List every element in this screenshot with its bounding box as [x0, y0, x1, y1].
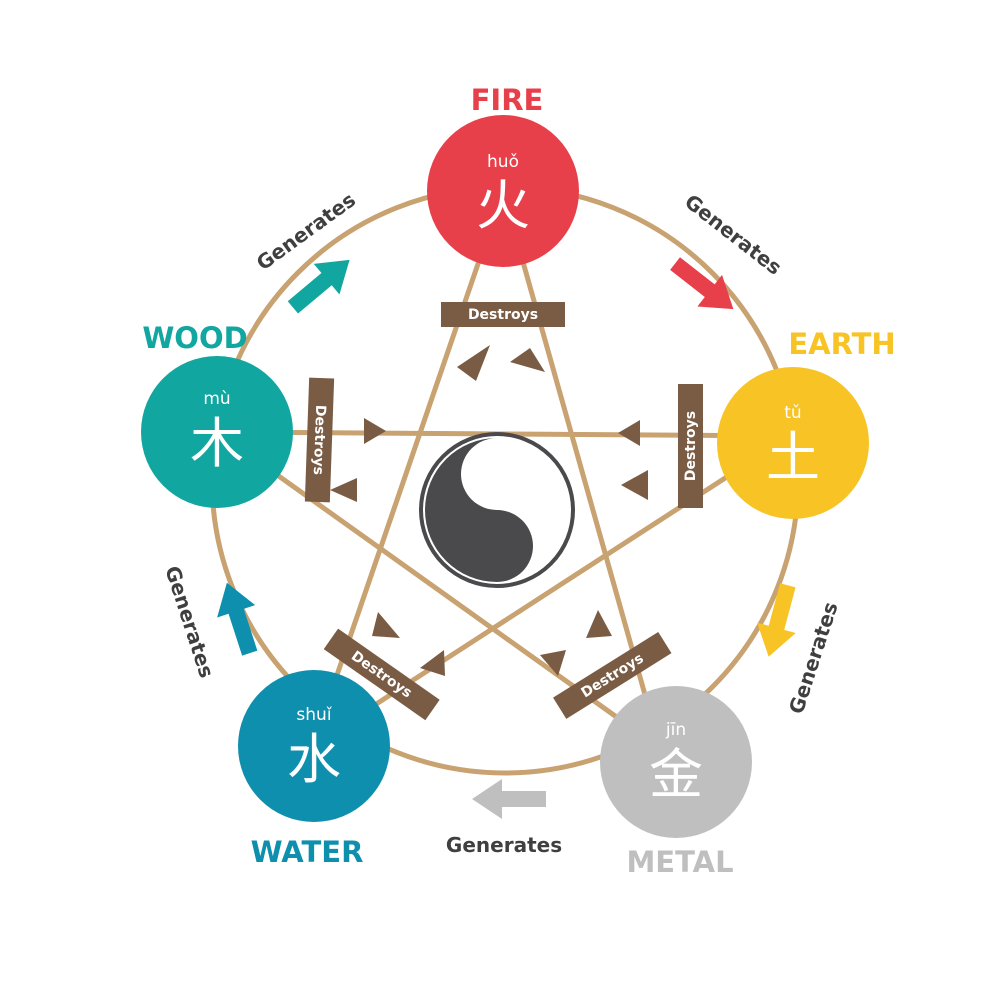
svg-text:Destroys: Destroys — [310, 405, 328, 476]
pinyin-wood: mù — [203, 389, 230, 409]
element-fire: huǒ 火 — [427, 115, 579, 267]
label-water: WATER — [251, 835, 364, 869]
arrowhead — [457, 345, 490, 381]
hanzi-metal: 金 — [649, 743, 703, 806]
generates-arrow-wood-fire — [287, 259, 350, 314]
element-water: shuǐ 水 — [238, 670, 390, 822]
yin-yang-icon — [419, 432, 575, 588]
arrowhead — [364, 418, 386, 444]
destroys-label-left: Destroys — [304, 377, 335, 503]
arrowhead — [420, 650, 445, 676]
arrowhead — [621, 470, 648, 500]
svg-text:Destroys: Destroys — [468, 307, 538, 323]
pinyin-metal: jīn — [665, 720, 686, 740]
destroys-label-top: Destroys — [441, 302, 565, 327]
star-arrowheads — [330, 345, 648, 676]
generates-arrow-metal-water — [472, 779, 546, 819]
generates-label-fire-earth: Generates — [680, 189, 786, 279]
generates-arrow-water-wood — [217, 582, 258, 656]
pinyin-fire: huǒ — [487, 152, 519, 172]
hanzi-fire: 火 — [476, 174, 530, 237]
generates-arrow-fire-earth — [670, 257, 734, 310]
label-wood: WOOD — [142, 321, 247, 355]
pinyin-earth: tǔ — [784, 403, 801, 423]
generates-arrow-earth-metal — [757, 583, 796, 657]
label-fire: FIRE — [471, 83, 544, 117]
hanzi-wood: 木 — [190, 412, 244, 475]
element-earth: tǔ 土 — [717, 367, 869, 519]
arrowhead — [372, 612, 400, 638]
element-wood: mù 木 — [141, 356, 293, 508]
hanzi-water: 水 — [287, 728, 341, 791]
generates-label-metal-water: Generates — [446, 833, 562, 857]
generates-label-water-wood: Generates — [160, 563, 219, 681]
arrowhead — [330, 478, 357, 502]
generates-label-earth-metal: Generates — [784, 599, 843, 717]
arrowhead — [618, 420, 640, 446]
label-earth: EARTH — [788, 327, 895, 361]
hanzi-earth: 土 — [766, 426, 820, 489]
element-metal: jīn 金 — [600, 686, 752, 838]
arrowhead — [586, 610, 612, 638]
arrowhead — [540, 650, 566, 676]
label-metal: METAL — [626, 845, 733, 879]
destroys-label-right: Destroys — [678, 384, 703, 508]
pinyin-water: shuǐ — [296, 705, 332, 725]
svg-text:Destroys: Destroys — [683, 411, 699, 481]
arrowhead — [510, 348, 545, 372]
